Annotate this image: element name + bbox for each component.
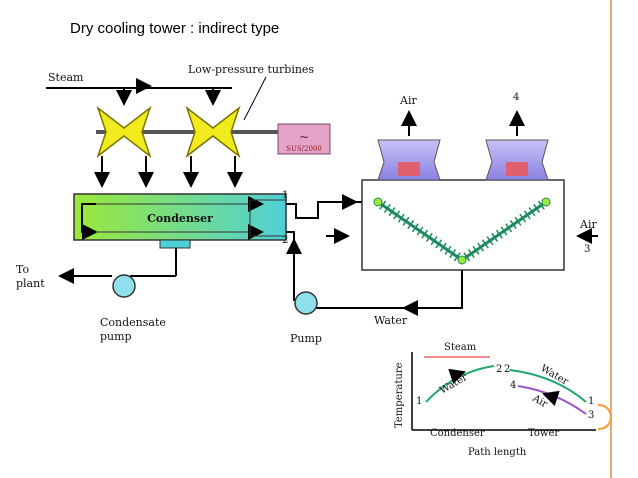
condenser-label: Condenser [147,212,213,225]
turbines-label: Low-pressure turbines [188,63,314,76]
graph-water-right-label: Water [539,363,571,388]
condensate-pump-label-1: Condensate [100,316,166,329]
graph-point-2-left: 2 [496,364,502,375]
coil-fin [528,207,536,217]
tower-fan-right [485,110,549,181]
condensate-piping [58,248,177,284]
coil-fin [523,210,531,220]
coil-fin [505,223,513,233]
coil-fin [444,245,452,255]
graph-point-4: 4 [510,380,516,391]
turbine-exhaust-arrows [94,156,243,188]
condenser: Condenser [73,193,287,241]
condenser-hotwell [159,239,191,249]
coil-fin [500,226,508,236]
graph-point-2-right: 2 [504,364,510,375]
air-right-label: Air [579,218,597,231]
coil-fin [421,229,429,239]
coil-fin [486,236,494,246]
coil-fin [397,213,405,223]
coil-fin [481,239,489,249]
coil-fin [467,249,475,259]
graph-point-1-right: 1 [588,396,594,407]
graph-y-label: Temperature [394,362,405,428]
coil-fin [407,220,415,230]
coil-fin [453,252,461,262]
coil-fin [509,220,517,230]
slide-frame [610,0,612,478]
coil-fin [435,239,443,249]
steam-line [46,78,232,106]
generator-symbol: ~ [299,130,309,144]
coil-fin [439,242,447,252]
coil-fin [388,207,396,217]
coil-fin [379,200,387,210]
generator: ~ SUS/2000 [277,123,331,155]
to-plant-label-1: To [16,263,29,276]
coil-fin [449,249,457,259]
air-top-right-num: 4 [513,92,519,103]
coil-fin [383,203,391,213]
turbines-leader [243,76,267,121]
coil-fin [495,229,503,239]
coil-fin [430,236,438,246]
coil-fin [533,203,541,213]
water-label: Water [374,314,408,327]
graph-water-left-label: Water [438,372,470,397]
graph-point-1-left: 1 [416,396,422,407]
coil-fin [425,232,433,242]
coil-fin [477,242,485,252]
coil-fin [472,245,480,255]
condensate-pump-label-2: pump [100,330,132,343]
air-left-label: Air [399,94,417,107]
point-1-label: 1 [282,190,288,201]
coil-fin [393,210,401,220]
circulating-pump [294,291,318,315]
heat-exchanger-coil [373,197,551,265]
coil-fin [463,252,471,262]
coil-fin [402,216,410,226]
graph-x-label: Path length [468,447,527,458]
generator-caption: SUS/2000 [286,145,322,153]
turbine-1 [96,105,152,159]
graph-steam-label: Steam [444,342,477,353]
coil-fin [411,223,419,233]
coil-fin [416,226,424,236]
graph-condenser-label: Condenser [430,428,485,439]
graph-point-3: 3 [588,410,594,421]
coil-fin [519,213,527,223]
pump-label: Pump [290,332,322,345]
coil-fin [514,216,522,226]
to-plant-label-2: plant [16,277,45,290]
slide-title: Dry cooling tower : indirect type [70,20,280,37]
coil-fin [537,200,545,210]
condensate-pump [112,274,136,298]
coil-fin [491,232,499,242]
graph-air-curve [517,385,587,415]
temperature-graph [411,352,596,431]
tower-fan-left [377,110,441,181]
point-2-label: 2 [282,235,288,246]
turbine-2 [185,105,241,159]
graph-water-tower-curve [509,369,587,403]
cooling-tower-box [361,179,565,271]
air-right-num: 3 [584,244,590,255]
graph-tower-label: Tower [528,428,559,439]
steam-label: Steam [48,71,84,84]
